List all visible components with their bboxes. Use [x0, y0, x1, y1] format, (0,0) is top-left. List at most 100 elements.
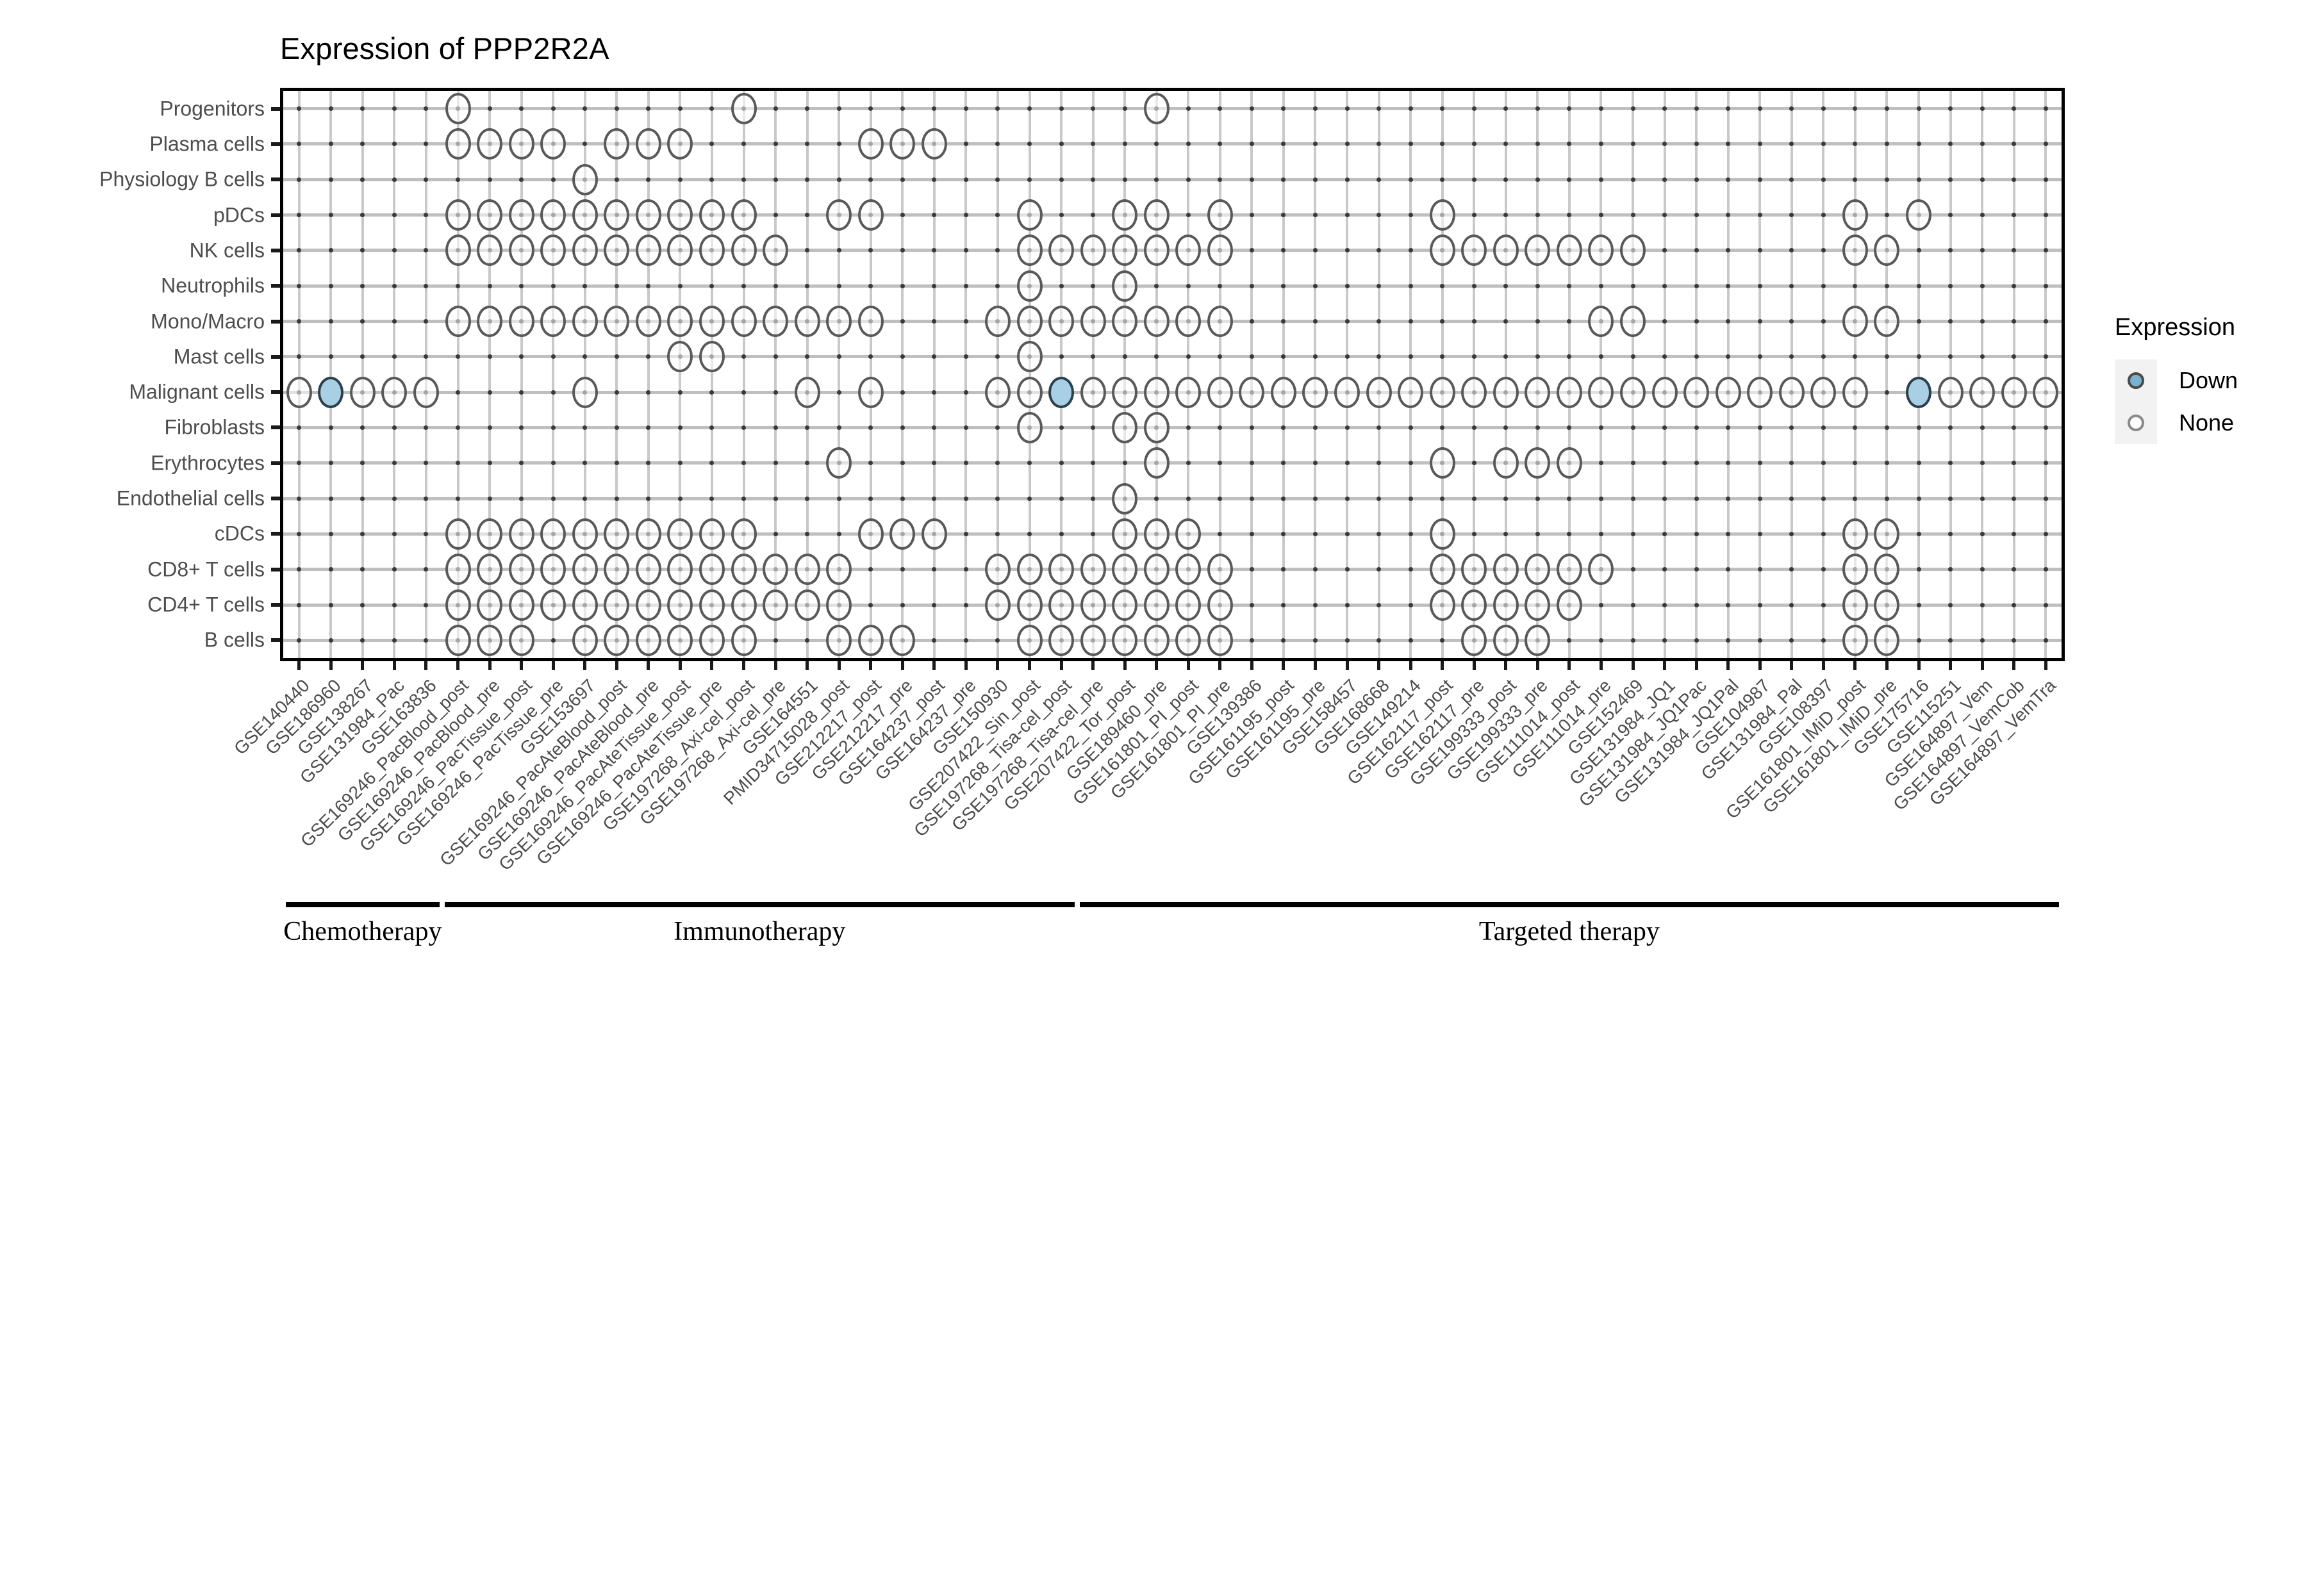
expression-dot[interactable]	[1651, 376, 1678, 408]
expression-dot[interactable]	[699, 554, 725, 586]
expression-dot[interactable]	[1207, 554, 1233, 586]
expression-dot[interactable]	[667, 128, 693, 160]
expression-dot[interactable]	[1175, 624, 1202, 656]
expression-dot[interactable]	[1842, 518, 1868, 550]
expression-dot[interactable]	[1143, 199, 1170, 231]
expression-dot[interactable]	[731, 518, 757, 550]
expression-dot[interactable]	[1429, 554, 1455, 586]
expression-dot[interactable]	[445, 234, 471, 267]
expression-dot[interactable]	[826, 554, 852, 586]
expression-dot[interactable]	[1270, 376, 1296, 408]
expression-dot[interactable]	[1207, 306, 1233, 338]
expression-dot[interactable]	[604, 589, 630, 621]
expression-dot[interactable]	[540, 554, 566, 586]
expression-dot[interactable]	[1588, 234, 1614, 267]
expression-dot[interactable]	[921, 128, 947, 160]
expression-dot[interactable]	[1493, 234, 1519, 267]
expression-dot[interactable]	[413, 376, 439, 408]
expression-dot[interactable]	[508, 518, 534, 550]
expression-dot[interactable]	[857, 306, 884, 338]
expression-dot[interactable]	[572, 589, 598, 621]
expression-dot[interactable]	[984, 376, 1011, 408]
expression-dot[interactable]	[508, 624, 534, 656]
expression-dot[interactable]	[1429, 234, 1455, 267]
expression-dot[interactable]	[1715, 376, 1741, 408]
expression-dot[interactable]	[1747, 376, 1773, 408]
expression-dot[interactable]	[635, 624, 661, 656]
expression-dot[interactable]	[667, 554, 693, 586]
expression-dot[interactable]	[699, 341, 725, 373]
expression-dot[interactable]	[540, 589, 566, 621]
expression-dot[interactable]	[1112, 624, 1138, 656]
expression-dot[interactable]	[477, 128, 503, 160]
expression-dot[interactable]	[794, 554, 820, 586]
expression-dot[interactable]	[1906, 199, 1931, 231]
expression-dot[interactable]	[1048, 624, 1075, 656]
expression-dot[interactable]	[1874, 554, 1900, 586]
expression-dot[interactable]	[667, 306, 693, 338]
expression-dot[interactable]	[889, 518, 916, 550]
expression-dot[interactable]	[699, 518, 725, 550]
expression-dot[interactable]	[1620, 234, 1646, 267]
expression-dot[interactable]	[477, 234, 503, 267]
expression-dot[interactable]	[572, 624, 598, 656]
expression-dot[interactable]	[1016, 341, 1043, 373]
expression-dot[interactable]	[604, 199, 630, 231]
expression-dot[interactable]	[1556, 589, 1582, 621]
expression-dot[interactable]	[1493, 624, 1519, 656]
expression-dot[interactable]	[1207, 199, 1233, 231]
expression-dot[interactable]	[763, 306, 789, 338]
expression-dot[interactable]	[540, 234, 566, 267]
expression-dot[interactable]	[984, 306, 1011, 338]
expression-dot[interactable]	[1175, 554, 1202, 586]
expression-dot[interactable]	[635, 306, 661, 338]
expression-dot[interactable]	[1842, 306, 1868, 338]
expression-dot[interactable]	[477, 199, 503, 231]
expression-dot[interactable]	[1143, 376, 1170, 408]
expression-dot[interactable]	[1874, 234, 1900, 267]
expression-dot[interactable]	[1874, 624, 1900, 656]
expression-dot[interactable]	[508, 199, 534, 231]
expression-dot[interactable]	[1207, 234, 1233, 267]
expression-dot[interactable]	[477, 624, 503, 656]
expression-dot[interactable]	[1874, 589, 1900, 621]
expression-dot[interactable]	[1175, 589, 1202, 621]
legend-item-down[interactable]: Down	[2115, 359, 2294, 402]
expression-dot[interactable]	[667, 234, 693, 267]
expression-dot[interactable]	[635, 234, 661, 267]
expression-dot[interactable]	[1874, 518, 1900, 550]
expression-dot[interactable]	[1143, 306, 1170, 338]
expression-dot[interactable]	[826, 447, 852, 479]
expression-dot[interactable]	[1016, 554, 1043, 586]
expression-dot[interactable]	[445, 93, 471, 125]
expression-dot[interactable]	[540, 518, 566, 550]
expression-dot[interactable]	[635, 554, 661, 586]
expression-dot[interactable]	[477, 306, 503, 338]
expression-dot[interactable]	[984, 589, 1011, 621]
expression-dot[interactable]	[1810, 376, 1837, 408]
expression-dot[interactable]	[1493, 589, 1519, 621]
expression-dot[interactable]	[635, 518, 661, 550]
expression-dot[interactable]	[857, 376, 884, 408]
expression-dot[interactable]	[1398, 376, 1424, 408]
expression-dot[interactable]	[604, 554, 630, 586]
expression-dot[interactable]	[667, 341, 693, 373]
expression-dot[interactable]	[445, 554, 471, 586]
expression-dot[interactable]	[1016, 376, 1043, 408]
expression-dot[interactable]	[984, 554, 1011, 586]
expression-dot[interactable]	[1525, 234, 1551, 267]
expression-dot[interactable]	[1080, 376, 1106, 408]
expression-dot[interactable]	[826, 589, 852, 621]
expression-dot[interactable]	[731, 624, 757, 656]
expression-dot[interactable]	[1588, 376, 1614, 408]
expression-dot[interactable]	[1525, 376, 1551, 408]
expression-dot[interactable]	[1048, 234, 1075, 267]
expression-dot[interactable]	[1112, 199, 1138, 231]
expression-dot[interactable]	[1969, 376, 1996, 408]
expression-dot[interactable]	[381, 376, 408, 408]
expression-dot[interactable]	[477, 589, 503, 621]
expression-dot[interactable]	[763, 589, 789, 621]
expression-dot[interactable]	[1461, 376, 1487, 408]
expression-dot[interactable]	[508, 234, 534, 267]
expression-dot[interactable]	[635, 128, 661, 160]
